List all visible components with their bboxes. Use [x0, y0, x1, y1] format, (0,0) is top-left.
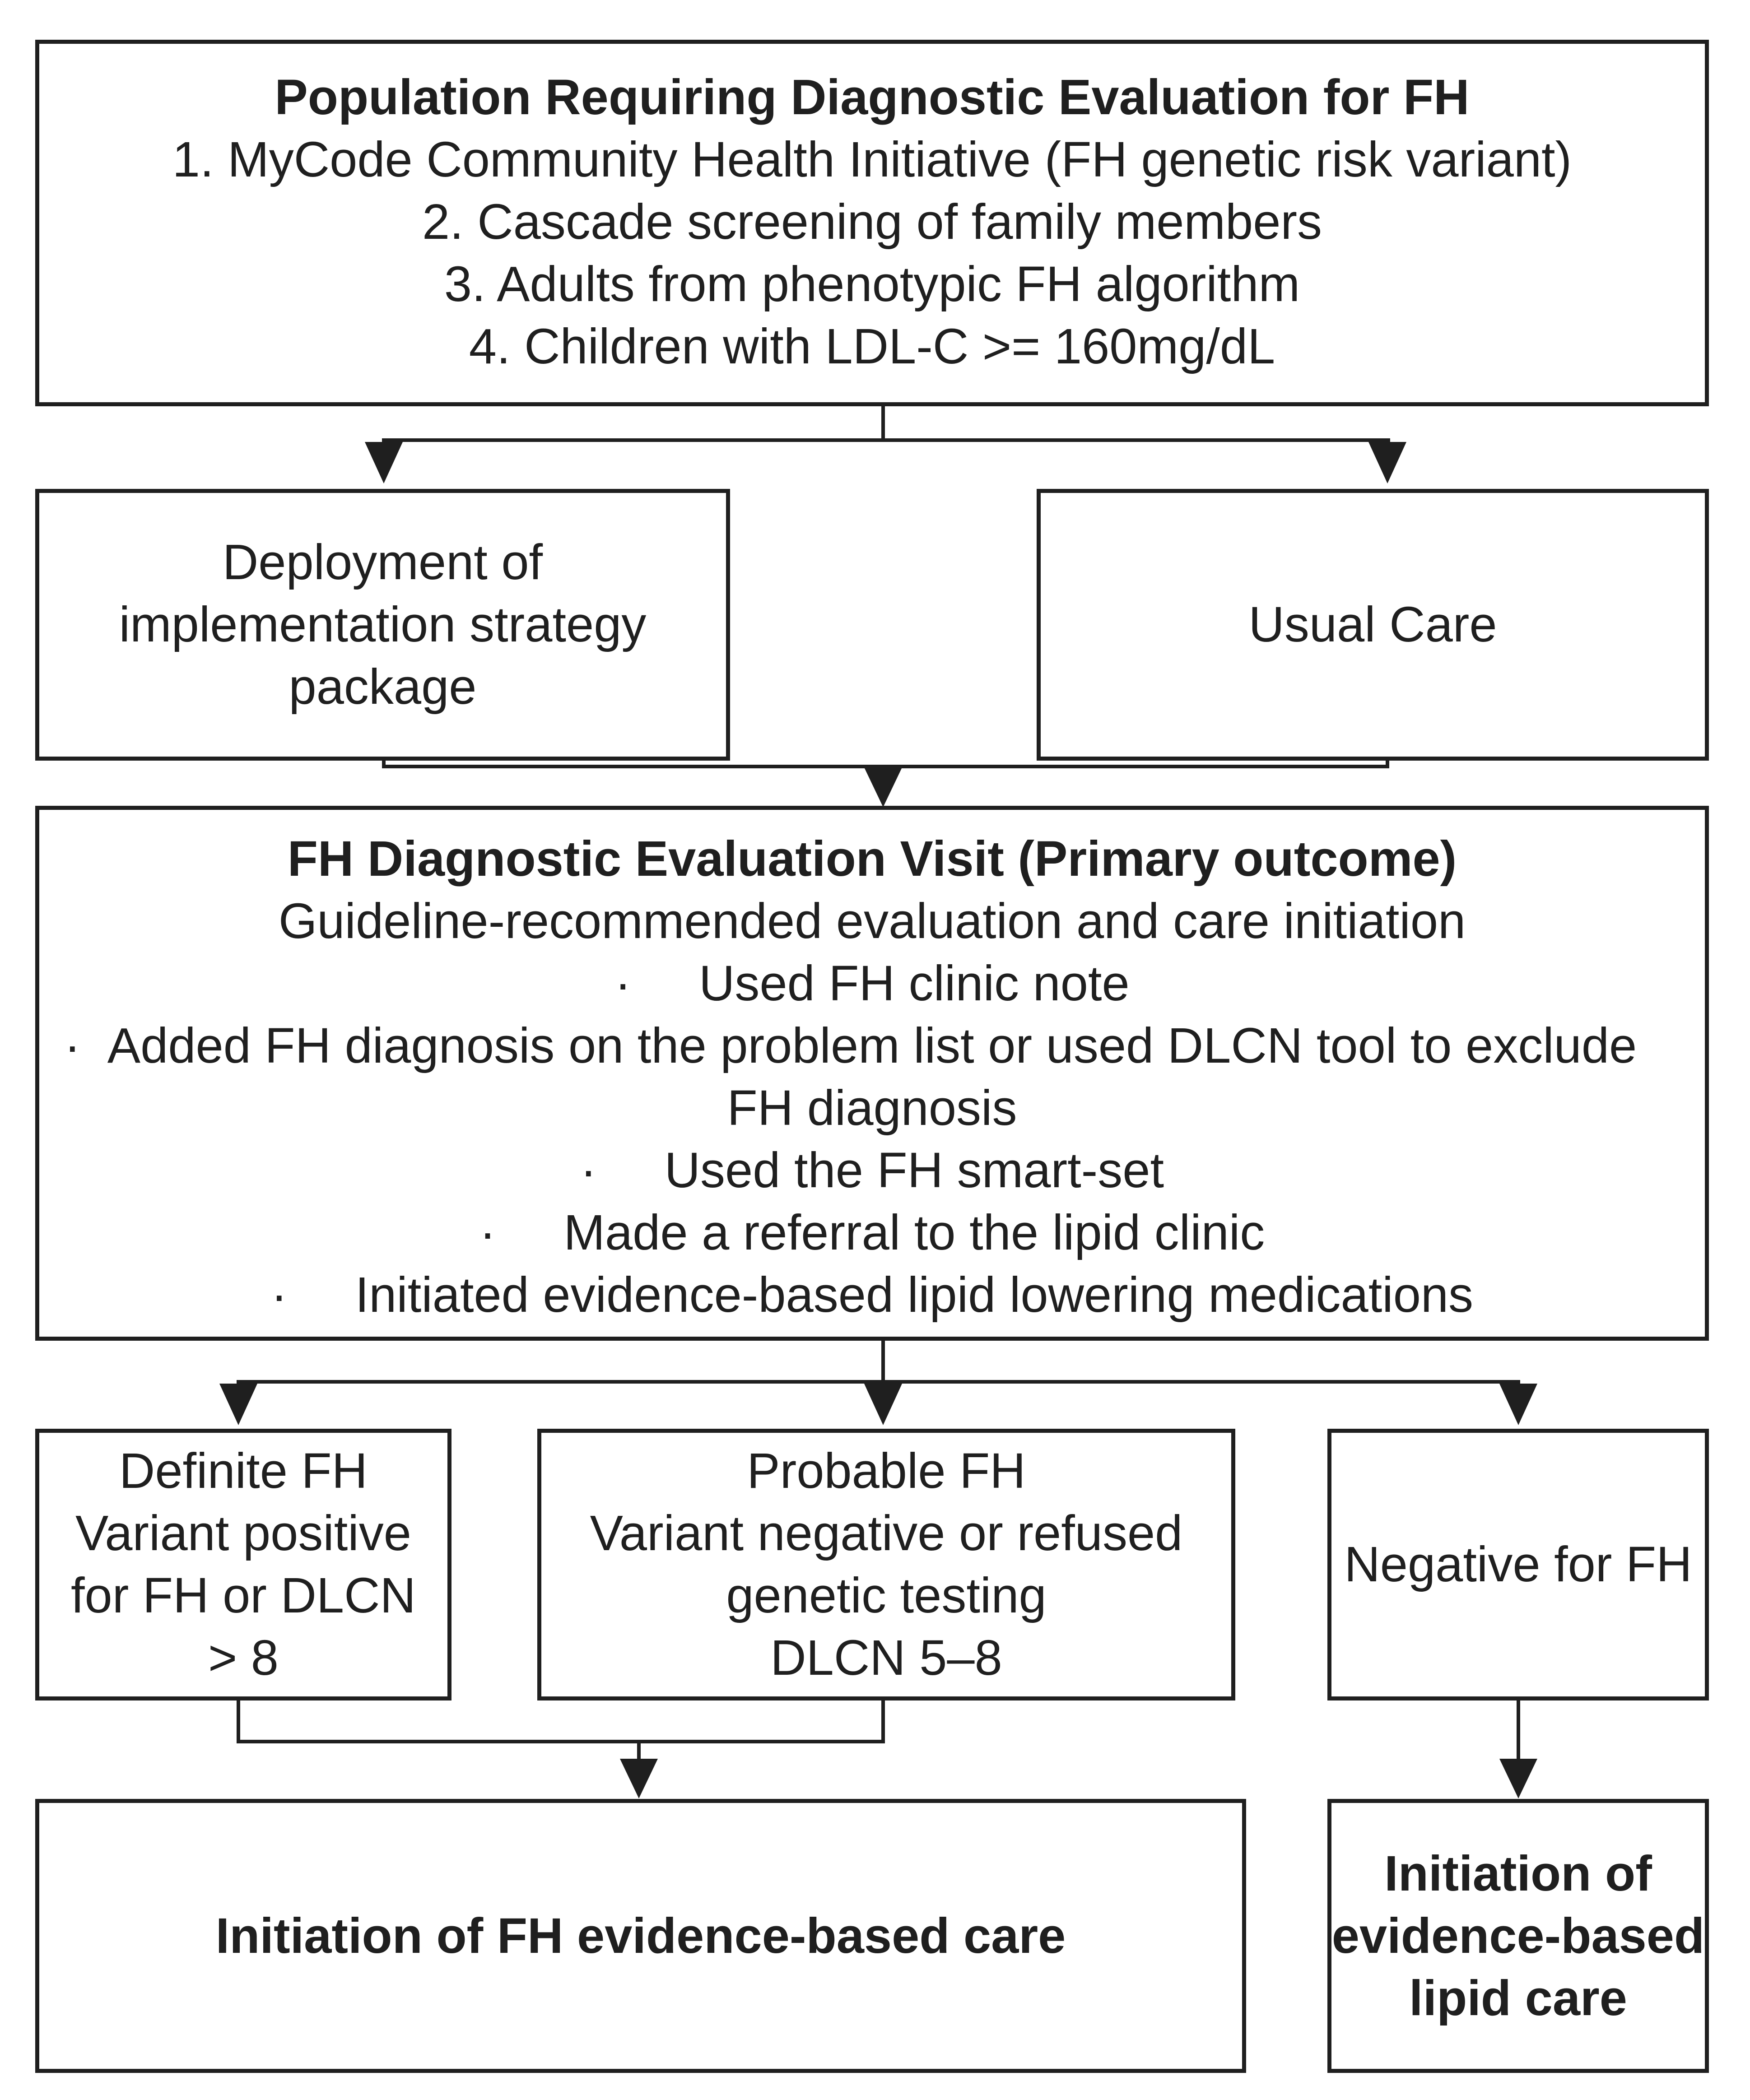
probable-fh-text: DLCN 5–8 [770, 1630, 1002, 1686]
usual-care-box: Usual Care [1037, 489, 1709, 761]
population-item: 4. Children with LDL-C >= 160mg/dL [469, 319, 1275, 374]
evaluation-bullet-text: Used the FH smart-set [664, 1143, 1164, 1198]
evaluation-bullet-item: · Made a referral to the lipid clinic [479, 1202, 1265, 1264]
bullet-dot: · [614, 956, 631, 1011]
evaluation-bullet-text: Made a referral to the lipid clinic [563, 1205, 1265, 1260]
deployment-box-text: package [289, 659, 477, 715]
bullet-dot: · [270, 1267, 288, 1323]
definite-fh-text: for FH or DLCN [71, 1568, 416, 1623]
evaluation-bullet-text: Used FH clinic note [698, 956, 1130, 1011]
connector-line [237, 1740, 885, 1743]
arrow-down-icon [365, 442, 403, 483]
definite-fh-text: Variant positive [75, 1505, 411, 1561]
bullet-dot: · [64, 1018, 81, 1073]
connector-line [881, 406, 885, 442]
connector-line [881, 1341, 885, 1384]
lipid-care-text: evidence-based [1331, 1908, 1705, 1964]
arrow-down-icon [1499, 1759, 1537, 1798]
probable-fh-text: Variant negative or refused [590, 1505, 1183, 1561]
probable-fh-text: Probable FH [747, 1443, 1026, 1499]
evaluation-box: FH Diagnostic Evaluation Visit (Primary … [35, 806, 1709, 1341]
connector-line [1386, 761, 1389, 768]
evaluation-bullet-item: · Used the FH smart-set [580, 1139, 1164, 1202]
population-box: Population Requiring Diagnostic Evaluati… [35, 40, 1709, 406]
connector-line [237, 1700, 240, 1743]
connector-line [637, 1743, 641, 1761]
deployment-box-text: Deployment of [222, 534, 543, 590]
evaluation-bullet-text: Added FH diagnosis on the problem list o… [107, 1018, 1637, 1073]
bullet-dot: · [580, 1143, 597, 1198]
probable-fh-text: genetic testing [726, 1568, 1047, 1623]
definite-fh-box: Definite FH Variant positive for FH or D… [35, 1429, 451, 1700]
connector-line [881, 1700, 885, 1743]
connector-line [382, 765, 1389, 768]
evaluation-bullet-item: · Added FH diagnosis on the problem list … [39, 1015, 1705, 1077]
connector-line [1517, 1700, 1520, 1761]
negative-fh-box: Negative for FH [1327, 1429, 1709, 1700]
usual-care-box-text: Usual Care [1248, 597, 1497, 652]
negative-fh-text: Negative for FH [1344, 1537, 1692, 1592]
connector-line [237, 1380, 1520, 1384]
evaluation-box-subtitle: Guideline-recommended evaluation and car… [278, 893, 1466, 949]
evaluation-bullet-item: · Used FH clinic note [614, 952, 1129, 1015]
evaluation-bullet-item: · Initiated evidence-based lipid lowering… [271, 1264, 1473, 1326]
arrow-down-icon [1368, 442, 1406, 483]
deployment-box-text: implementation strategy [119, 597, 647, 652]
population-item: 1. MyCode Community Health Initiative (F… [172, 132, 1572, 187]
population-item: 2. Cascade screening of family members [422, 194, 1322, 250]
connector-line [382, 761, 386, 768]
lipid-care-text: lipid care [1409, 1970, 1627, 2026]
bullet-dot: · [479, 1205, 496, 1260]
arrow-down-icon [620, 1759, 658, 1798]
definite-fh-text: Definite FH [119, 1443, 368, 1499]
probable-fh-box: Probable FH Variant negative or refused … [537, 1429, 1235, 1700]
lipid-care-text: Initiation of [1384, 1845, 1652, 1901]
arrow-down-icon [219, 1384, 257, 1425]
arrow-down-icon [864, 767, 902, 807]
population-box-title: Population Requiring Diagnostic Evaluati… [275, 70, 1470, 125]
evaluation-bullet-continuation: FH diagnosis [727, 1080, 1017, 1136]
fh-care-text: Initiation of FH evidence-based care [215, 1908, 1066, 1964]
arrow-down-icon [864, 1384, 902, 1425]
definite-fh-text: > 8 [208, 1630, 279, 1686]
deployment-box: Deployment of implementation strategy pa… [35, 489, 730, 761]
evaluation-bullet-text: Initiated evidence-based lipid lowering … [355, 1267, 1474, 1323]
fh-care-box: Initiation of FH evidence-based care [35, 1799, 1246, 2073]
evaluation-box-title: FH Diagnostic Evaluation Visit (Primary … [287, 831, 1457, 887]
connector-line [382, 438, 1390, 442]
arrow-down-icon [1499, 1384, 1537, 1425]
population-item: 3. Adults from phenotypic FH algorithm [444, 256, 1300, 312]
lipid-care-box: Initiation of evidence-based lipid care [1327, 1799, 1709, 2073]
